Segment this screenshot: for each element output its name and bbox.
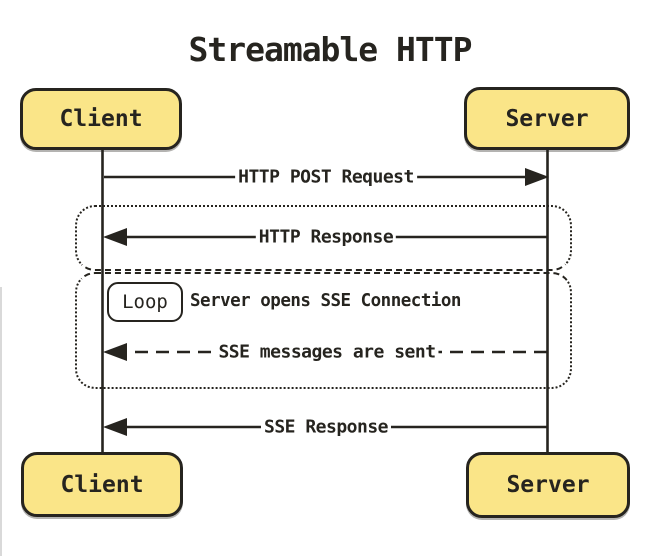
screen-edge-artifact (0, 287, 2, 556)
diagram-title: Streamable HTTP (188, 30, 472, 69)
arrowhead-left-icon (103, 343, 127, 361)
message-label-sse-response: SSE Response (260, 416, 392, 438)
sse-loop-group-box (75, 272, 572, 389)
actor-server-bottom: Server (466, 452, 630, 518)
loop-label: Loop (122, 291, 168, 313)
arrowhead-left-icon (103, 418, 127, 436)
actor-client-top: Client (20, 88, 182, 150)
loop-fragment-label-box: Loop (107, 282, 183, 322)
message-label-http-post-request: HTTP POST Request (235, 166, 417, 188)
loop-description: Server opens SSE Connection (190, 291, 461, 311)
arrowhead-left-icon (103, 228, 127, 246)
actor-server-top: Server (464, 87, 630, 150)
arrowhead-right-icon (525, 168, 549, 186)
message-label-sse-messages: SSE messages are sent (215, 341, 439, 363)
message-label-http-response: HTTP Response (255, 226, 397, 248)
actor-client-bottom: Client (21, 452, 183, 517)
http-response-group-box (75, 205, 572, 271)
